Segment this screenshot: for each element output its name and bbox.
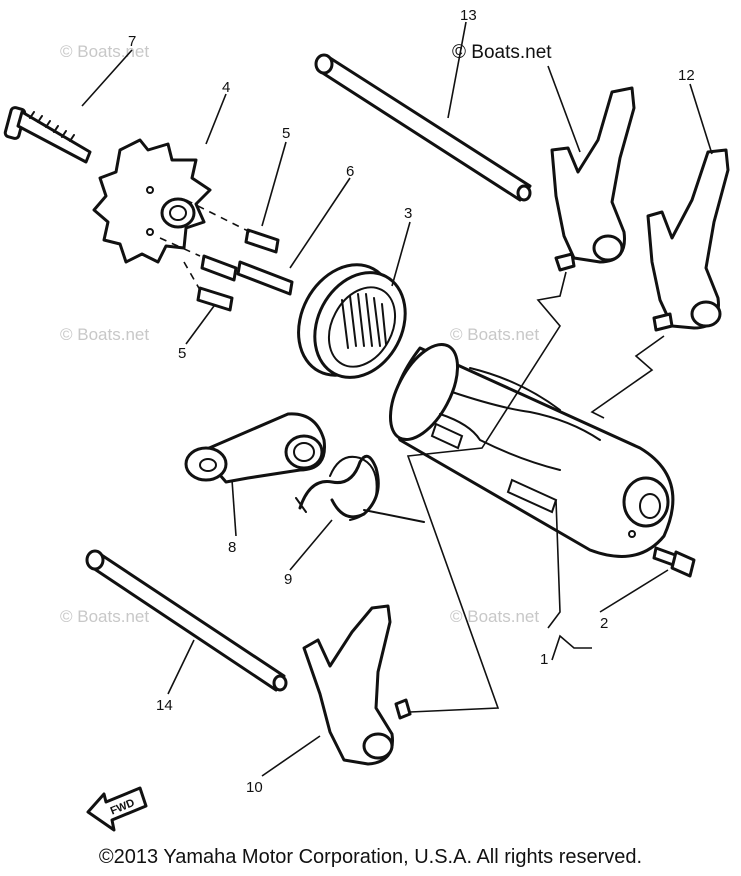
callout-1: 1: [540, 651, 548, 668]
callout-3: 3: [404, 205, 412, 222]
watermark-mid-right: © Boats.net: [450, 325, 539, 344]
callout-4: 4: [222, 79, 230, 96]
callout-12: 12: [678, 67, 695, 84]
callout-10: 10: [246, 779, 263, 796]
leader-5-lower: [185, 305, 215, 345]
leader-2: [599, 569, 669, 613]
callout-14: 14: [156, 697, 173, 714]
part-12-shift-fork-right: [646, 148, 730, 332]
part-5-pin-lower: [196, 286, 234, 312]
watermark-mid-left: © Boats.net: [60, 325, 149, 344]
leader-13: [447, 21, 467, 119]
part-10-shift-fork-lower: [302, 604, 412, 766]
part-2-screw: [652, 546, 696, 578]
leader-10: [261, 735, 321, 777]
part-9-torsion-spring: [295, 454, 425, 523]
callout-13: 13: [460, 7, 477, 24]
copyright-notice: ©2013 Yamaha Motor Corporation, U.S.A. A…: [98, 846, 643, 868]
part-1-shift-drum: [388, 342, 675, 558]
leader-8: [231, 479, 237, 537]
leader-9: [289, 519, 333, 571]
pin-alignment-dashes: [159, 199, 251, 291]
callout-8: 8: [228, 539, 236, 556]
watermark-top-right: © Boats.net: [452, 42, 552, 63]
leader-3: [391, 221, 411, 287]
watermark-bottom-left: © Boats.net: [60, 607, 149, 626]
callout-2: 2: [600, 615, 608, 632]
callout-7: 7: [128, 33, 136, 50]
leader-14: [167, 639, 195, 695]
drum-leader: [547, 499, 561, 629]
leader-7: [81, 49, 133, 107]
leader-4: [205, 93, 227, 145]
part-5-pin-upper: [244, 228, 280, 254]
part-14-fork-shaft-lower: [85, 549, 288, 692]
part-6-pin-long: [200, 254, 294, 296]
leader-1: [551, 634, 592, 661]
callout-5-upper: 5: [282, 125, 290, 142]
part-7-bolt: [3, 106, 92, 164]
leader-6: [289, 177, 351, 269]
fork-guide-leader-left: [406, 271, 567, 713]
part-13-fork-shaft-upper: [314, 53, 532, 202]
fwd-arrow-icon: FWD: [86, 786, 148, 832]
leader-5-upper: [261, 141, 287, 227]
fork-guide-leader-right: [590, 335, 665, 419]
watermark-bottom-right: © Boats.net: [450, 607, 539, 626]
part-8-shift-lever: [184, 412, 326, 484]
callout-5-lower: 5: [178, 345, 186, 362]
part-3-needle-bearing: [297, 263, 407, 379]
part-11-shift-fork-upper: [550, 86, 636, 272]
callout-6: 6: [346, 163, 354, 180]
leader-12: [689, 83, 713, 155]
callout-9: 9: [284, 571, 292, 588]
part-4-stopper-cam: [92, 138, 212, 264]
leader-11: [547, 65, 581, 153]
